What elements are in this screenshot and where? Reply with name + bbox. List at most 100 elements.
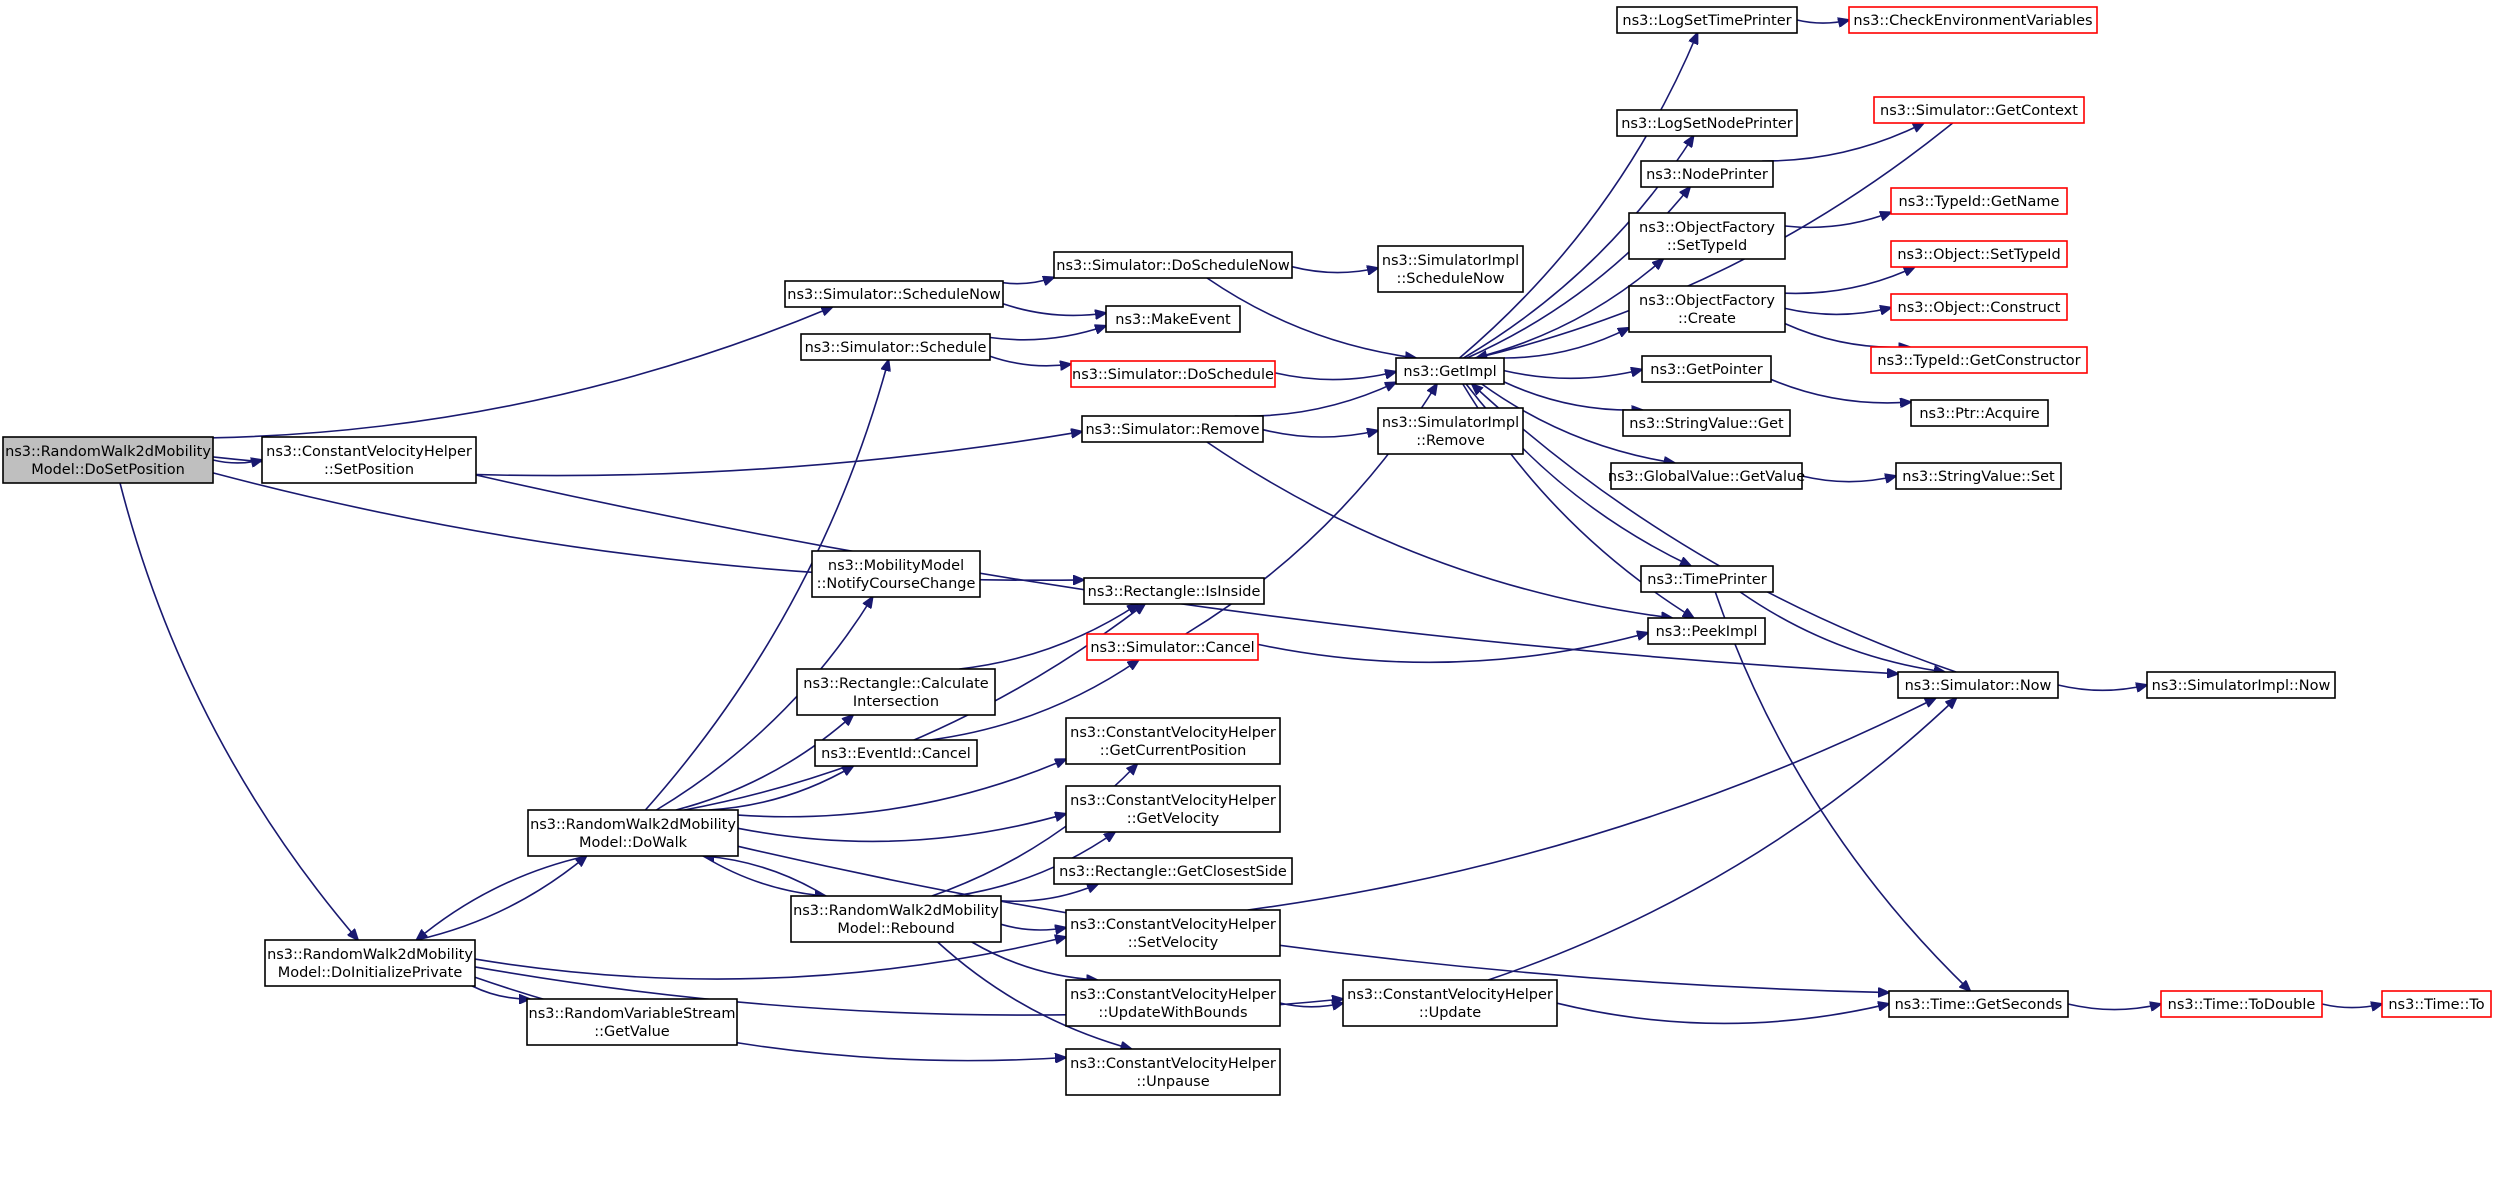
node-label: ns3::TimePrinter bbox=[1647, 572, 1767, 588]
function-node-schedulenow[interactable]: ns3::Simulator::ScheduleNow bbox=[784, 280, 1004, 308]
node-label: ns3::TypeId::GetName bbox=[1899, 194, 2060, 210]
call-edge-schedulenow-to-makeevent bbox=[1002, 303, 1106, 316]
function-node-updatewithbounds[interactable]: ns3::ConstantVelocityHelper::UpdateWithB… bbox=[1065, 979, 1281, 1027]
function-node-rvs-getvalue[interactable]: ns3::RandomVariableStream::GetValue bbox=[526, 998, 738, 1046]
node-box bbox=[1616, 6, 1798, 34]
node-label: Intersection bbox=[853, 694, 939, 710]
call-edge-getpointer-to-ptr-acquire bbox=[1770, 378, 1911, 403]
function-node-getimpl[interactable]: ns3::GetImpl bbox=[1395, 357, 1505, 385]
node-label: ::ScheduleNow bbox=[1397, 271, 1505, 287]
function-node-doinitializeprivate[interactable]: ns3::RandomWalk2dMobilityModel::DoInitia… bbox=[264, 939, 476, 987]
node-box bbox=[800, 333, 991, 361]
node-label: ns3::RandomWalk2dMobility bbox=[530, 817, 736, 833]
function-node-doschedulenow[interactable]: ns3::Simulator::DoScheduleNow bbox=[1053, 251, 1293, 279]
function-node-nodeprinter[interactable]: ns3::NodePrinter bbox=[1640, 160, 1774, 188]
function-node-logsetnodeprinter[interactable]: ns3::LogSetNodePrinter bbox=[1616, 109, 1798, 137]
node-box bbox=[1065, 785, 1281, 833]
function-node-schedule[interactable]: ns3::Simulator::Schedule bbox=[800, 333, 991, 361]
node-label: ns3::CheckEnvironmentVariables bbox=[1853, 13, 2092, 29]
node-box bbox=[1890, 240, 2068, 268]
call-edge-dowalk-to-calcintersection bbox=[675, 715, 853, 811]
node-label: ns3::StringValue::Get bbox=[1629, 416, 1784, 432]
function-nodes: ns3::RandomWalk2dMobilityModel::DoSetPos… bbox=[2, 6, 2492, 1096]
function-node-typeid-getconstructor[interactable]: ns3::TypeId::GetConstructor bbox=[1870, 346, 2088, 374]
node-label: ::UpdateWithBounds bbox=[1098, 1005, 1247, 1021]
function-node-eventid-cancel[interactable]: ns3::EventId::Cancel bbox=[814, 739, 978, 767]
function-node-getseconds[interactable]: ns3::Time::GetSeconds bbox=[1888, 990, 2069, 1018]
node-box bbox=[1081, 415, 1264, 443]
function-node-unpause[interactable]: ns3::ConstantVelocityHelper::Unpause bbox=[1065, 1048, 1281, 1096]
node-label: Model::DoInitializePrivate bbox=[278, 965, 463, 981]
function-node-getcurrentposition[interactable]: ns3::ConstantVelocityHelper::GetCurrentP… bbox=[1065, 717, 1281, 765]
function-node-getpointer[interactable]: ns3::GetPointer bbox=[1641, 355, 1772, 383]
node-box bbox=[1895, 462, 2062, 490]
node-box bbox=[1342, 979, 1558, 1027]
node-box bbox=[1897, 671, 2059, 699]
function-node-dosetposition[interactable]: ns3::RandomWalk2dMobilityModel::DoSetPos… bbox=[2, 436, 214, 484]
call-edge-getimpl-to-logsettimeprinter bbox=[1458, 33, 1698, 359]
function-node-sim-now[interactable]: ns3::Simulator::Now bbox=[1897, 671, 2059, 699]
function-node-doschedule[interactable]: ns3::Simulator::DoSchedule bbox=[1070, 360, 1276, 388]
function-node-sim-remove[interactable]: ns3::Simulator::Remove bbox=[1081, 415, 1264, 443]
function-node-timeprinter[interactable]: ns3::TimePrinter bbox=[1640, 565, 1774, 593]
function-node-logsettimeprinter[interactable]: ns3::LogSetTimePrinter bbox=[1616, 6, 1798, 34]
node-label: ::SetPosition bbox=[324, 462, 414, 478]
call-edge-timeprinter-to-sim-now bbox=[1739, 591, 1945, 672]
function-node-todouble[interactable]: ns3::Time::ToDouble bbox=[2160, 990, 2323, 1018]
node-box bbox=[1616, 109, 1798, 137]
call-edge-sim-cancel-to-peekimpl bbox=[1257, 633, 1648, 664]
node-label: ns3::ConstantVelocityHelper bbox=[1070, 725, 1276, 741]
function-node-simimpl-now[interactable]: ns3::SimulatorImpl::Now bbox=[2146, 671, 2336, 699]
node-box bbox=[1065, 979, 1281, 1027]
call-edge-logsettimeprinter-to-checkenv bbox=[1796, 20, 1849, 23]
function-node-object-settypeid[interactable]: ns3::Object::SetTypeId bbox=[1890, 240, 2068, 268]
function-node-object-construct[interactable]: ns3::Object::Construct bbox=[1890, 293, 2068, 321]
function-node-notifycoursechange[interactable]: ns3::MobilityModel::NotifyCourseChange bbox=[811, 550, 981, 598]
function-node-of-create[interactable]: ns3::ObjectFactory::Create bbox=[1628, 285, 1786, 333]
function-node-isinside[interactable]: ns3::Rectangle::IsInside bbox=[1083, 577, 1265, 605]
function-node-cvh-update[interactable]: ns3::ConstantVelocityHelper::Update bbox=[1342, 979, 1558, 1027]
call-edge-dosetposition-to-schedulenow bbox=[212, 307, 832, 439]
node-label: ns3::Simulator::DoSchedule bbox=[1072, 367, 1274, 383]
function-node-getvelocity[interactable]: ns3::ConstantVelocityHelper::GetVelocity bbox=[1065, 785, 1281, 833]
function-node-getcontext[interactable]: ns3::Simulator::GetContext bbox=[1873, 96, 2085, 124]
node-label: ns3::RandomWalk2dMobility bbox=[267, 947, 473, 963]
function-node-ptr-acquire[interactable]: ns3::Ptr::Acquire bbox=[1910, 399, 2049, 427]
node-label: ns3::RandomWalk2dMobility bbox=[5, 444, 211, 460]
function-node-time-to[interactable]: ns3::Time::To bbox=[2381, 990, 2492, 1018]
node-box bbox=[1065, 717, 1281, 765]
node-box bbox=[2381, 990, 2492, 1018]
node-label: ::Create bbox=[1678, 311, 1736, 327]
node-box bbox=[261, 436, 477, 484]
node-label: Model::DoWalk bbox=[579, 835, 688, 851]
function-node-globalvalue-getvalue[interactable]: ns3::GlobalValue::GetValue bbox=[1608, 462, 1805, 490]
call-edge-todouble-to-time-to bbox=[2321, 1004, 2382, 1008]
function-node-checkenv[interactable]: ns3::CheckEnvironmentVariables bbox=[1848, 6, 2098, 34]
node-label: ns3::LogSetTimePrinter bbox=[1622, 13, 1791, 29]
call-edge-doschedule-to-getimpl bbox=[1274, 372, 1396, 381]
function-node-peekimpl[interactable]: ns3::PeekImpl bbox=[1647, 617, 1766, 645]
function-node-of-settypeid[interactable]: ns3::ObjectFactory::SetTypeId bbox=[1628, 212, 1786, 260]
function-node-sim-cancel[interactable]: ns3::Simulator::Cancel bbox=[1086, 633, 1259, 661]
node-label: ns3::ConstantVelocityHelper bbox=[1347, 987, 1553, 1003]
function-node-typeid-getname[interactable]: ns3::TypeId::GetName bbox=[1890, 187, 2068, 215]
function-node-stringvalue-get[interactable]: ns3::StringValue::Get bbox=[1622, 409, 1791, 437]
function-node-getclosestside[interactable]: ns3::Rectangle::GetClosestSide bbox=[1053, 857, 1293, 885]
node-box bbox=[264, 939, 476, 987]
function-node-simimpl-remove[interactable]: ns3::SimulatorImpl::Remove bbox=[1377, 407, 1524, 455]
node-label: ns3::GetPointer bbox=[1650, 362, 1763, 378]
call-edge-dowalk-to-getvelocity bbox=[737, 814, 1066, 843]
node-label: ns3::ConstantVelocityHelper bbox=[266, 444, 472, 460]
node-box bbox=[1628, 285, 1786, 333]
function-node-makeevent[interactable]: ns3::MakeEvent bbox=[1105, 305, 1241, 333]
call-edge-dowalk-to-notifycoursechange bbox=[655, 597, 872, 811]
node-label: ns3::Rectangle::IsInside bbox=[1088, 584, 1261, 600]
function-node-simimpl-schedulenow[interactable]: ns3::SimulatorImpl::ScheduleNow bbox=[1377, 245, 1524, 293]
node-label: ::GetCurrentPosition bbox=[1100, 743, 1247, 759]
function-node-stringvalue-set[interactable]: ns3::StringValue::Set bbox=[1895, 462, 2062, 490]
function-node-cvh-setposition[interactable]: ns3::ConstantVelocityHelper::SetPosition bbox=[261, 436, 477, 484]
function-node-setvelocity[interactable]: ns3::ConstantVelocityHelper::SetVelocity bbox=[1065, 909, 1281, 957]
